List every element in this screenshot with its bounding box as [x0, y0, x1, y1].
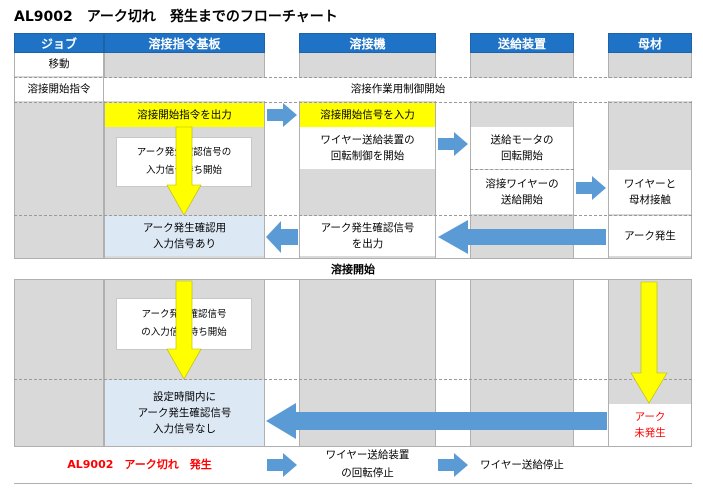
arrow-down-base	[630, 281, 668, 404]
welder-wire-control-line2: 回転制御を開始	[330, 150, 405, 162]
arrow-left-no-arc-to-board	[266, 403, 607, 439]
welder-input-start: 溶接開始信号を入力	[300, 103, 435, 127]
base-contact: ワイヤーと 母材接触	[609, 170, 691, 214]
feeder-wire-stop: ワイヤー送給停止	[471, 447, 573, 483]
board-output-start: 溶接開始指令を出力	[105, 103, 264, 127]
arrow-right-alarm-to-welder	[267, 453, 297, 477]
board-confirm-signal: アーク発生確認用 入力信号あり	[105, 216, 264, 256]
header-base: 母材	[608, 33, 692, 53]
base-no-arc-line2: 未発生	[634, 427, 666, 439]
welder-wire-stop-line2: の回転停止	[341, 467, 394, 479]
welder-wire-control: ワイヤー送給装置の 回転制御を開始	[300, 127, 435, 169]
feeder-wire-feed: 溶接ワイヤーの 送給開始	[471, 170, 573, 214]
welder-confirm-line2: を出力	[351, 238, 384, 250]
base-no-arc-line1: アーク	[634, 410, 666, 423]
header-board: 溶接指令基板	[104, 33, 265, 53]
welder-wire-control-line1: ワイヤー送給装置の	[320, 133, 415, 146]
base-arc-occurred: アーク発生	[609, 216, 691, 256]
feeder-wire-feed-line2: 送給開始	[501, 194, 543, 206]
header-job: ジョブ	[14, 33, 104, 53]
welder-confirm-output: アーク発生確認信号 を出力	[300, 216, 435, 256]
arrow-down-board-2	[166, 280, 202, 380]
job-move: 移動	[15, 53, 103, 76]
feeder-motor-line1: 送給モータの	[490, 133, 554, 146]
header-welder: 溶接機	[299, 33, 436, 53]
job-start-command: 溶接開始指令	[15, 78, 103, 101]
arrow-left-welder-to-board	[266, 221, 298, 253]
row-divider	[14, 102, 692, 103]
weld-start-band: 溶接開始	[14, 258, 692, 280]
feeder-motor-line2: 回転開始	[501, 150, 543, 162]
base-contact-line2: 母材接触	[629, 194, 671, 206]
board-timeout-line1: 設定時間内に	[153, 390, 216, 403]
base-contact-line1: ワイヤーと	[623, 177, 677, 190]
welder-confirm-line1: アーク発生確認信号	[320, 221, 415, 234]
arrow-right-welder-to-feeder-stop	[438, 453, 468, 477]
row-divider	[14, 215, 692, 216]
arrow-right-welder-to-feeder	[438, 132, 468, 156]
control-start-band: 溶接作業用制御開始	[104, 78, 692, 101]
board-confirm-line1: アーク発生確認用	[142, 221, 227, 234]
feeder-wire-feed-line1: 溶接ワイヤーの	[485, 177, 559, 190]
base-no-arc: アーク 未発生	[609, 404, 691, 446]
row-divider	[14, 379, 692, 380]
welder-wire-stop: ワイヤー送給装置 の回転停止	[300, 447, 435, 483]
arrow-right-feeder-to-base	[576, 176, 606, 200]
row-divider	[470, 169, 574, 170]
arrow-down-board-1	[166, 126, 202, 216]
arrow-left-base-to-welder	[438, 220, 606, 254]
row-divider	[14, 77, 692, 78]
bottom-border	[14, 483, 692, 484]
feeder-motor-start: 送給モータの 回転開始	[471, 127, 573, 169]
welder-wire-stop-line1: ワイヤー送給装置	[325, 449, 410, 462]
board-timeout-line2: アーク発生確認信号	[137, 406, 232, 419]
board-timeout-line3: 入力信号なし	[153, 423, 216, 436]
header-feeder: 送給装置	[470, 33, 574, 53]
arrow-right-board-to-welder	[267, 103, 297, 127]
board-timeout: 設定時間内に アーク発生確認信号 入力信号なし	[105, 380, 264, 446]
alarm-message: AL9002 アーク切れ 発生	[67, 458, 212, 472]
board-confirm-line2: 入力信号あり	[153, 238, 216, 250]
page-title: AL9002 アーク切れ 発生までのフローチャート	[14, 9, 338, 25]
